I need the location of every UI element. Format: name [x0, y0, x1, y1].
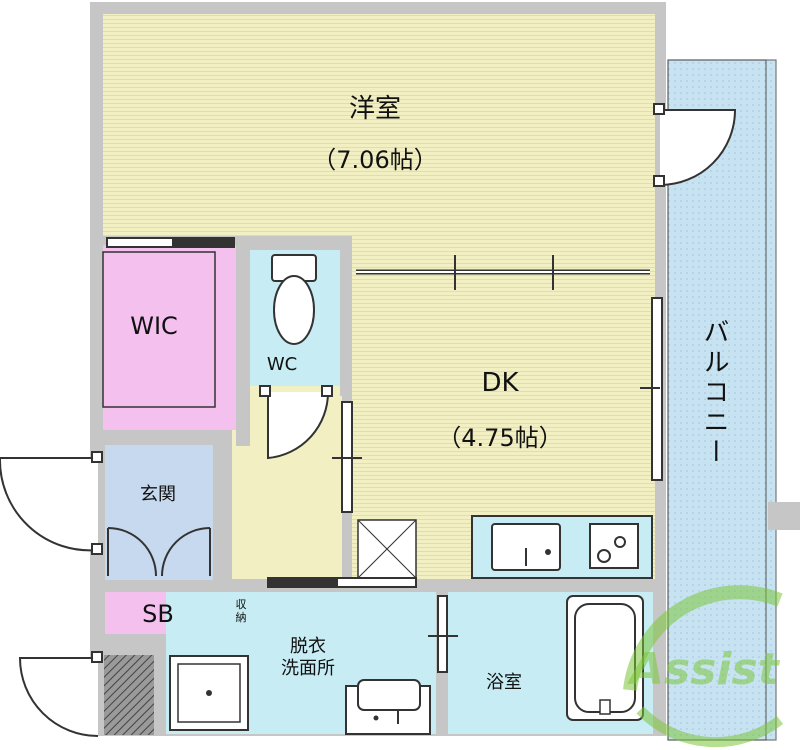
balcony-label: バルコニー [699, 318, 729, 468]
western-room-floor [103, 14, 655, 236]
partition-wall-6 [154, 634, 166, 736]
stove [589, 523, 639, 569]
bath-label: 浴室 [486, 672, 522, 693]
dk-size: （4.75帖） [437, 424, 563, 452]
partition-wall-3 [213, 440, 232, 585]
watermark-logo [623, 585, 784, 748]
dressing-label-line2: 洗面所 [281, 658, 335, 679]
entrance-inner-door-left [107, 527, 157, 577]
wc-door [267, 391, 330, 460]
entrance-floor [105, 445, 213, 580]
porch-hatch [104, 655, 154, 735]
western-balcony-door [659, 109, 737, 186]
porch-door [18, 657, 99, 737]
balcony-drain [768, 502, 800, 530]
storage-label-line1: 収 [235, 598, 247, 611]
toilet-bowl [273, 275, 315, 345]
partition-wall-2 [340, 236, 352, 396]
bath-sliding-door [437, 595, 448, 673]
dressing-label: 脱衣 洗面所 [281, 636, 335, 680]
storage-label: 収 納 [236, 598, 247, 624]
wic-shelf [102, 251, 216, 408]
partition-wall-1 [236, 236, 250, 446]
storage-label-line2: 納 [235, 611, 247, 624]
front-door [0, 457, 99, 552]
western-room-size: （7.06帖） [312, 146, 438, 174]
wc-label: WC [266, 354, 298, 375]
entrance-label: 玄関 [140, 484, 176, 505]
western-room-name: 洋室 [348, 94, 402, 124]
entrance-inner-door-right [161, 527, 211, 577]
dressing-label-line1: 脱衣 [290, 636, 326, 657]
dk-name: DK [481, 368, 519, 398]
wic-label: WIC [130, 312, 178, 340]
watermark-text: Assist [630, 644, 779, 695]
sb-label: SB [142, 600, 174, 628]
kitchen-sink [491, 523, 561, 571]
